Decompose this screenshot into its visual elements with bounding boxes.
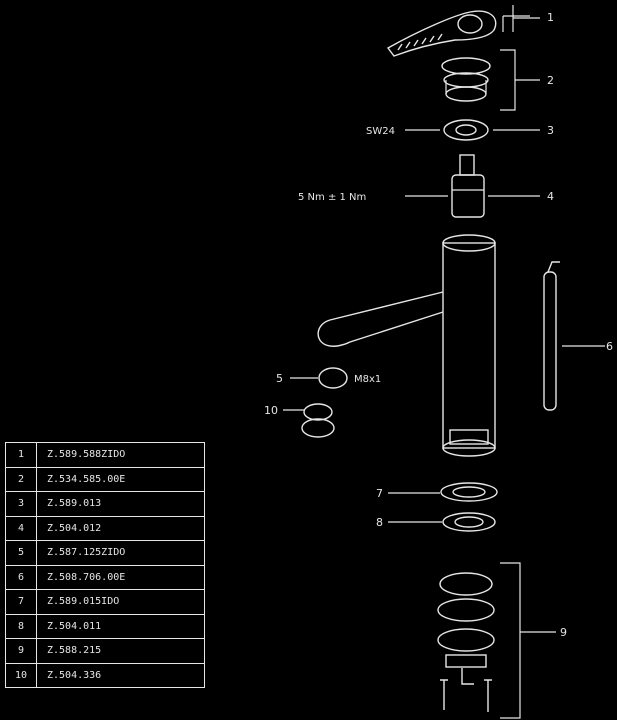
part-number: 9 xyxy=(5,638,37,664)
callout-6: 6 xyxy=(606,340,613,353)
small-fitting xyxy=(301,403,335,438)
faucet-body xyxy=(317,234,496,457)
part-code: Z.587.125ZIDO xyxy=(36,540,205,566)
part-number: 3 xyxy=(5,491,37,517)
cartridge xyxy=(451,154,485,218)
part-code: Z.589.015IDO xyxy=(36,589,205,615)
part-number: 8 xyxy=(5,613,37,639)
part-code: Z.589.588ZIDO xyxy=(36,442,205,468)
washer xyxy=(442,512,496,532)
part-number: 2 xyxy=(5,466,37,492)
callout-3: 3 xyxy=(547,124,554,137)
size-label: SW24 xyxy=(366,126,395,137)
part-code: Z.588.215 xyxy=(36,638,205,664)
part-number: 7 xyxy=(5,589,37,615)
callout-1: 1 xyxy=(547,11,554,24)
callout-10: 10 xyxy=(264,404,278,417)
part-number: 6 xyxy=(5,564,37,590)
part-code: Z.504.011 xyxy=(36,613,205,639)
seal-ring xyxy=(440,482,498,502)
callout-8: 8 xyxy=(376,516,383,529)
lever-handle xyxy=(386,10,497,57)
part-number: 4 xyxy=(5,515,37,541)
torque-label: 5 Nm ± 1 Nm xyxy=(298,192,366,203)
aerator xyxy=(318,367,348,389)
part-number: 1 xyxy=(5,442,37,468)
part-number: 10 xyxy=(5,662,37,688)
callout-4: 4 xyxy=(547,190,554,203)
cartridge-cap xyxy=(441,57,491,102)
part-code: Z.504.012 xyxy=(36,515,205,541)
hex-nut xyxy=(443,119,489,141)
thread-label: M8x1 xyxy=(354,374,381,385)
callout-2: 2 xyxy=(547,74,554,87)
part-code: Z.534.585.00E xyxy=(36,466,205,492)
part-code: Z.508.706.00E xyxy=(36,564,205,590)
part-code: Z.504.336 xyxy=(36,662,205,688)
part-number: 5 xyxy=(5,540,37,566)
part-code: Z.589.013 xyxy=(36,491,205,517)
callout-9: 9 xyxy=(560,626,567,639)
callout-5: 5 xyxy=(276,372,283,385)
mounting-rod xyxy=(543,261,560,411)
mounting-kit xyxy=(437,572,495,712)
callout-7: 7 xyxy=(376,487,383,500)
